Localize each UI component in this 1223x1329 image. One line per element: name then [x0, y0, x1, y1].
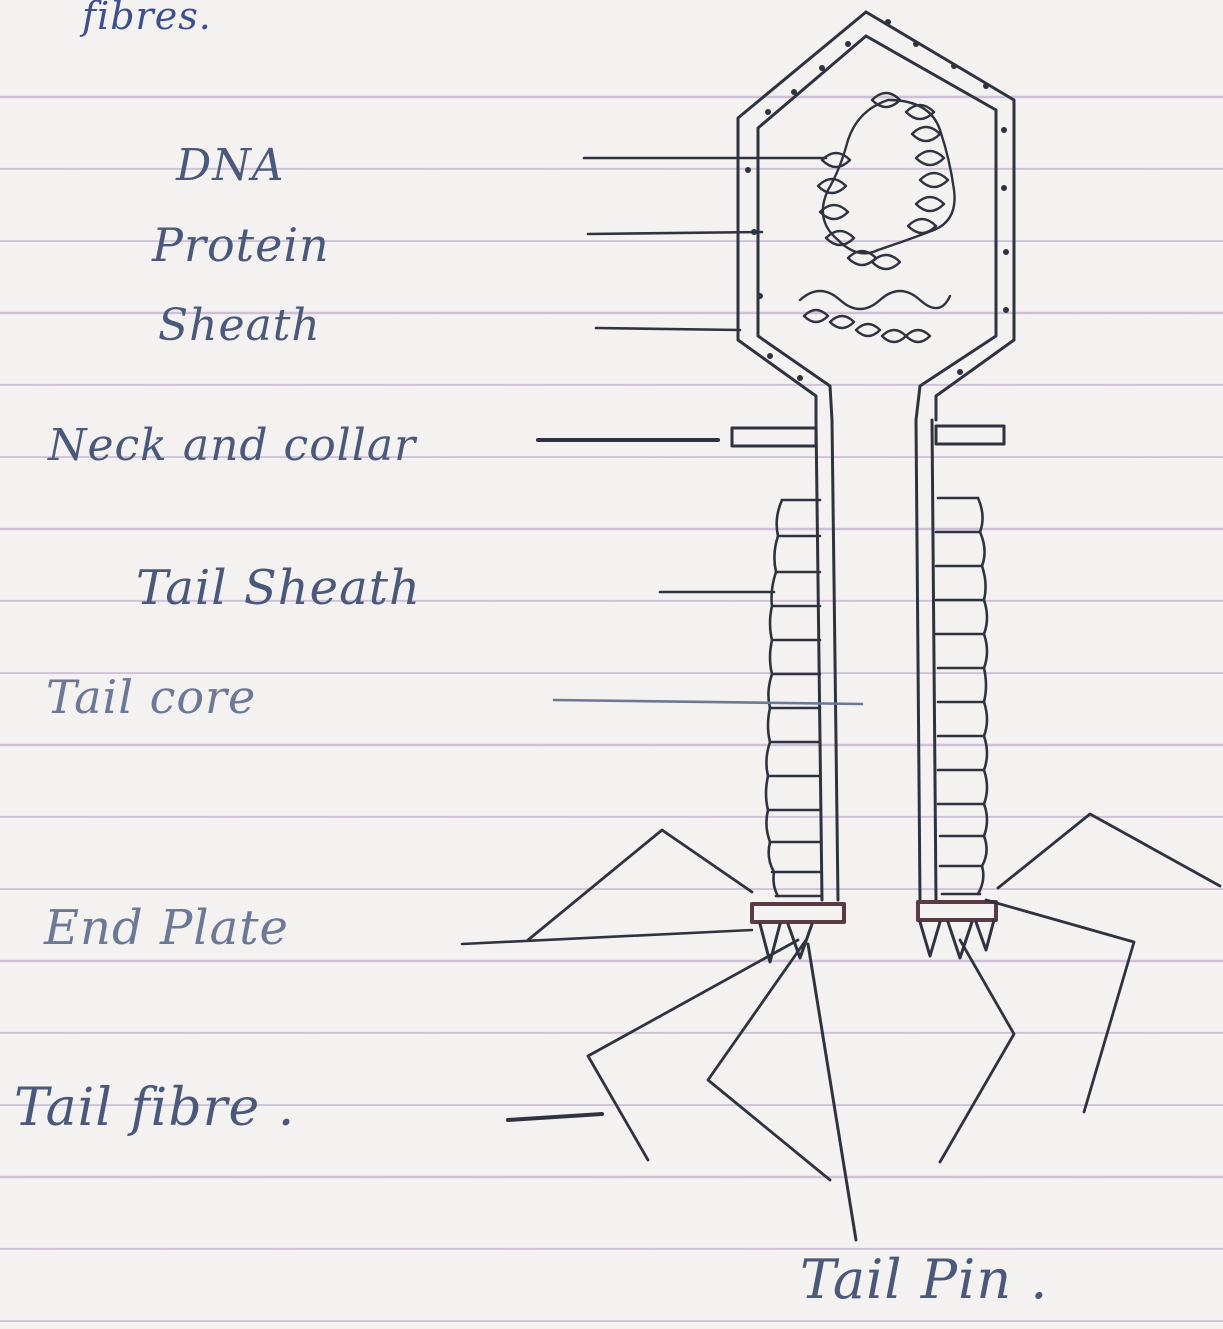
leader-protein [588, 232, 762, 234]
tail-sheath-rings [766, 498, 987, 896]
collar-right [936, 426, 1004, 444]
collar-left [732, 428, 816, 446]
leader-sheath [596, 328, 740, 330]
dna-coil [800, 93, 955, 342]
tail-fibres [528, 814, 1220, 1180]
leader-end-plate [462, 930, 752, 944]
tail-core-left-inner [832, 420, 838, 900]
end-plate-right [918, 902, 996, 920]
leader-tail-core [554, 700, 862, 704]
tail-pin [808, 944, 856, 1240]
capsid-outer [738, 12, 1014, 420]
tail-core-left-outer [816, 420, 822, 900]
tail-core-right-outer [932, 420, 936, 900]
tail-core-right-inner [916, 420, 920, 900]
leader-tail-fibre [508, 1114, 602, 1120]
end-plate-left [752, 904, 844, 922]
